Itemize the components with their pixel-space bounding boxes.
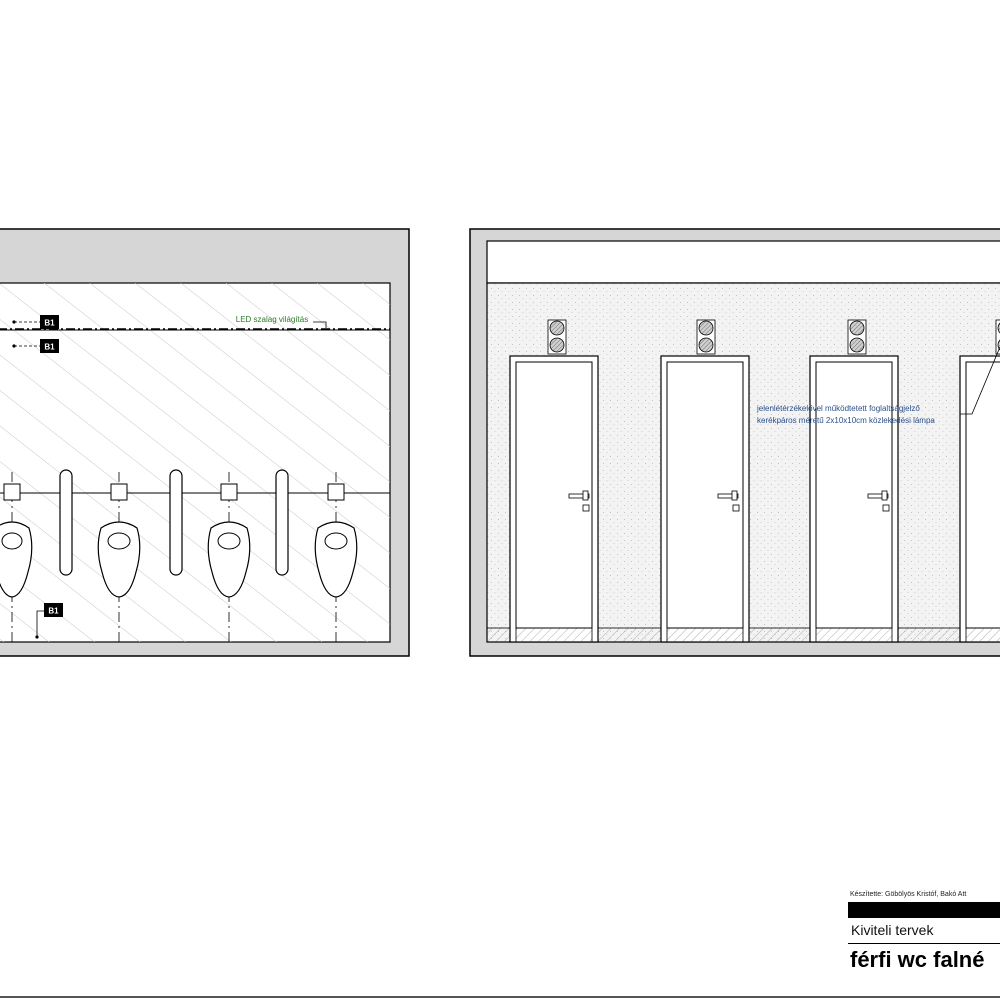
urinal-4 (314, 472, 358, 642)
ceiling-band (486, 240, 1000, 284)
signal-lamp-annotation-line1: jelenlétérzékelővel működtetett foglalts… (756, 404, 920, 413)
signal-lamp-annotation-line2: kerékpáros méretű 2x10x10cm közlekedési … (757, 416, 935, 425)
privacy-screen (169, 469, 183, 576)
led-strip-label: LED szalag világítás (236, 315, 308, 324)
urinal-1 (0, 472, 33, 642)
sheet-border-bottom (0, 996, 1000, 998)
plan-subtitle: Kiviteli tervek (851, 922, 934, 938)
door-handle-icon (867, 493, 889, 499)
annotation-leader (960, 346, 1000, 415)
privacy-screen (59, 469, 73, 576)
occupancy-signal-icon (995, 319, 1000, 355)
credit-text: Készítette: Göbölyös Kristóf, Bakó Att (850, 891, 967, 898)
door-lock-icon (882, 504, 890, 512)
cubicle-door-3 (809, 319, 899, 643)
urinal-3 (207, 472, 251, 642)
privacy-screen (275, 469, 289, 576)
urinal-2 (97, 472, 141, 642)
b1-tag-label: B1 (48, 607, 59, 616)
door-handle-icon (717, 493, 739, 499)
cubicle-door-1 (509, 319, 599, 643)
b1-tag-middle: B1 (12, 339, 59, 353)
title-block-rule (848, 943, 1000, 944)
door-handle-icon (568, 493, 590, 499)
b1-tag-upper: B1 (12, 315, 59, 329)
b1-tag-label: B1 (44, 319, 55, 328)
b1-tag-label: B1 (44, 343, 55, 352)
plan-title: férfi wc falné (850, 947, 985, 972)
b1-tag-lower: B1 (35, 603, 63, 639)
cubicle-door-2 (660, 319, 750, 643)
left-elevation: LED szalag világítás B1 B1 B1 (0, 228, 410, 657)
right-elevation: jelenlétérzékelővel működtetett foglalts… (469, 228, 1000, 657)
door-lock-icon (582, 504, 590, 512)
title-block-bar (848, 902, 1000, 918)
door-lock-icon (732, 504, 740, 512)
cubicle-door-4 (959, 319, 1000, 643)
led-label-leader (313, 321, 327, 328)
